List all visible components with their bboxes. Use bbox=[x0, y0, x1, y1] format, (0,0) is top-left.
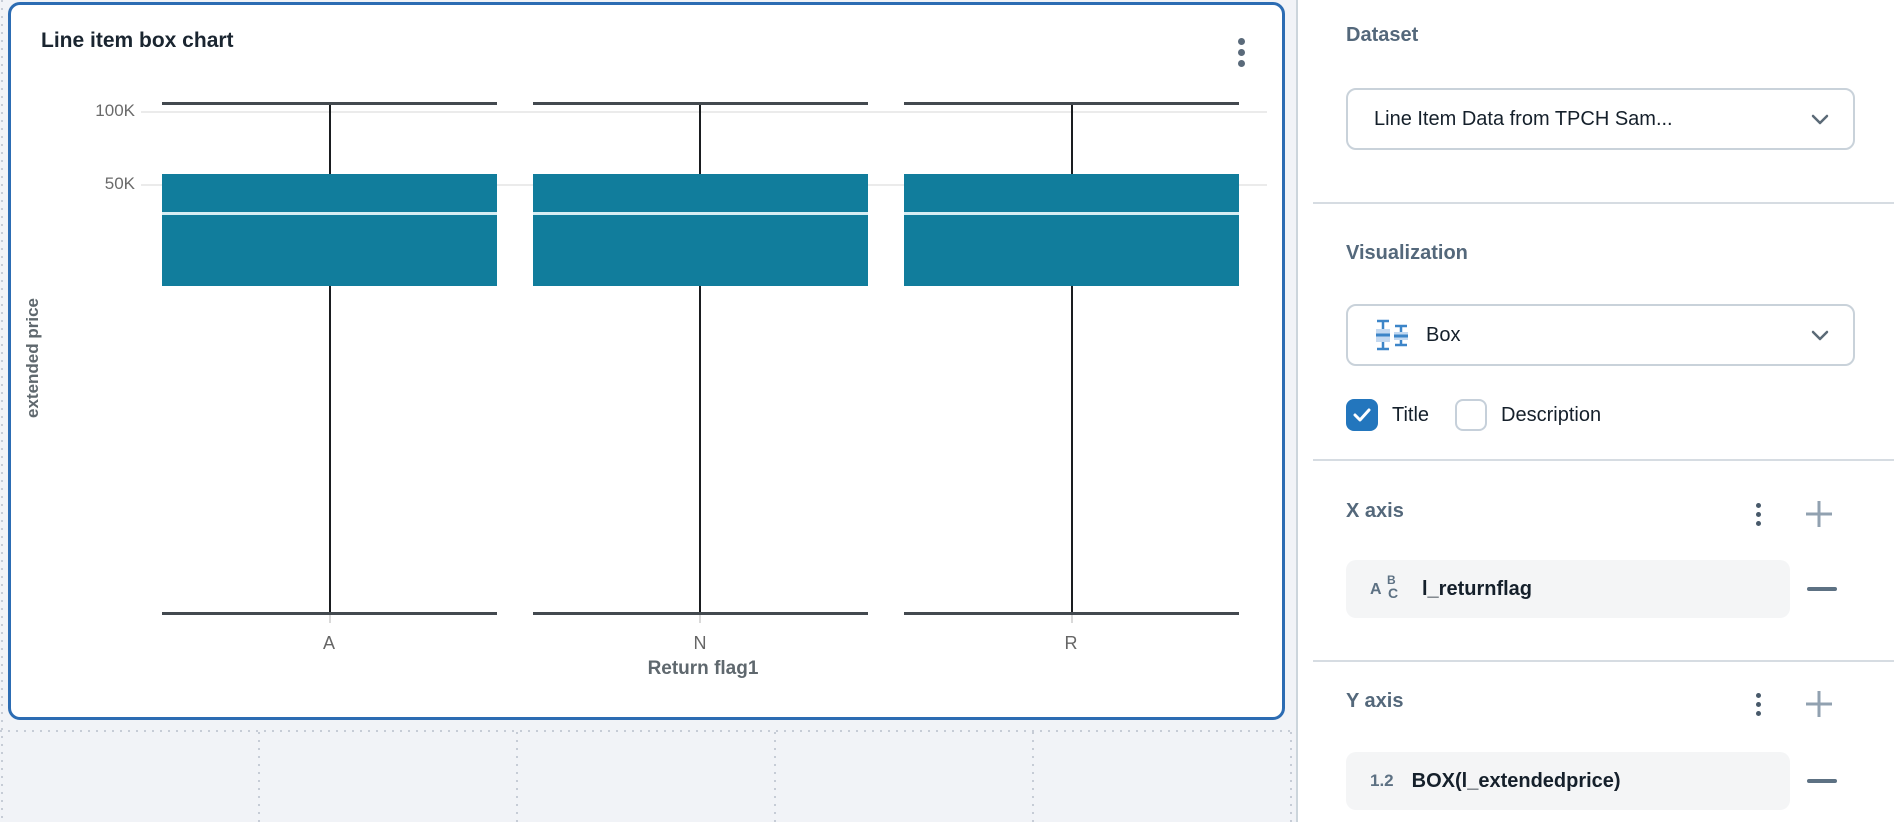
y-axis-field-pill[interactable]: 1.2 BOX(l_extendedprice) bbox=[1346, 752, 1790, 810]
y-axis-heading: Y axis bbox=[1346, 690, 1404, 712]
x-tick-label: A bbox=[322, 633, 335, 653]
y-tick-label: 50K bbox=[104, 174, 135, 193]
whisker-cap-max-A bbox=[162, 101, 497, 105]
x-axis-title: Return flag1 bbox=[647, 658, 759, 679]
median-line-A bbox=[162, 212, 497, 216]
element-settings-panel: Dataset Line Item Data from TPCH Sam... … bbox=[1298, 0, 1894, 822]
panel-divider bbox=[1296, 0, 1298, 822]
whisker-upper-N bbox=[699, 102, 701, 175]
whisker-cap-min-R bbox=[904, 611, 1239, 615]
divider bbox=[1313, 459, 1894, 461]
grid-line bbox=[1, 0, 3, 822]
divider bbox=[1313, 660, 1894, 662]
visualization-select[interactable]: Box bbox=[1346, 304, 1855, 366]
grid-line bbox=[1290, 732, 1292, 822]
title-description-row: Title Description bbox=[1346, 398, 1627, 432]
grid-line bbox=[258, 732, 260, 822]
chevron-down-icon bbox=[1811, 114, 1829, 124]
whisker-lower-N bbox=[699, 286, 701, 613]
x-tick-label: N bbox=[693, 633, 707, 653]
whisker-cap-min-N bbox=[532, 611, 868, 615]
chart-title: Line item box chart bbox=[41, 29, 234, 52]
whisker-cap-min-A bbox=[162, 611, 497, 615]
whisker-cap-max-N bbox=[532, 101, 868, 105]
check-icon bbox=[1353, 408, 1371, 422]
grid-line bbox=[0, 730, 1296, 732]
y-axis-title: extended price bbox=[23, 298, 42, 418]
title-checkbox[interactable] bbox=[1346, 399, 1378, 431]
x-tick-A bbox=[328, 615, 331, 623]
gridline-100k bbox=[141, 111, 1267, 113]
y-axis-field-name: BOX(l_extendedprice) bbox=[1411, 769, 1621, 792]
box-N[interactable] bbox=[532, 174, 868, 287]
median-line-R bbox=[904, 212, 1239, 216]
box-A[interactable] bbox=[162, 174, 497, 287]
chart-card[interactable]: Line item box chart 100K 50K extended pr… bbox=[8, 2, 1285, 720]
divider bbox=[1313, 202, 1894, 204]
dataset-select-value: Line Item Data from TPCH Sam... bbox=[1374, 107, 1673, 130]
x-axis-field-name: l_returnflag bbox=[1422, 577, 1533, 600]
grid-line bbox=[774, 732, 776, 822]
box-R[interactable] bbox=[904, 174, 1239, 287]
dataset-select[interactable]: Line Item Data from TPCH Sam... bbox=[1346, 88, 1855, 150]
whisker-lower-A bbox=[328, 286, 331, 613]
number-type-icon: 1.2 bbox=[1370, 771, 1394, 790]
box-chart-plot: 100K 50K extended price A N R Return fla… bbox=[11, 5, 1288, 723]
chevron-down-icon bbox=[1811, 330, 1829, 340]
description-checkbox-label: Description bbox=[1501, 403, 1602, 426]
y-axis-menu-kebab-icon[interactable] bbox=[1744, 689, 1772, 719]
description-checkbox[interactable] bbox=[1455, 399, 1488, 431]
x-axis-menu-kebab-icon[interactable] bbox=[1744, 499, 1772, 529]
kebab-vertical-icon[interactable] bbox=[1227, 31, 1255, 73]
whisker-cap-max-R bbox=[904, 101, 1239, 105]
visualization-select-value: Box bbox=[1426, 323, 1461, 346]
whisker-upper-A bbox=[328, 102, 331, 175]
grid-line bbox=[516, 732, 518, 822]
x-tick-N bbox=[699, 615, 701, 623]
median-line-N bbox=[532, 212, 868, 216]
y-tick-label: 100K bbox=[95, 101, 135, 120]
box-plot-icon bbox=[1376, 319, 1408, 351]
title-checkbox-label: Title bbox=[1392, 403, 1430, 426]
x-axis-heading: X axis bbox=[1346, 500, 1404, 522]
y-axis-header: Y axis bbox=[1298, 688, 1894, 720]
x-axis-header: X axis bbox=[1298, 498, 1894, 530]
y-axis-add-plus-icon[interactable] bbox=[1803, 688, 1835, 720]
dataset-heading: Dataset bbox=[1346, 24, 1419, 46]
x-axis-remove-minus-icon[interactable] bbox=[1806, 577, 1838, 601]
whisker-lower-R bbox=[1070, 286, 1073, 613]
visualization-heading: Visualization bbox=[1346, 242, 1468, 264]
whisker-upper-R bbox=[1070, 102, 1073, 175]
grid-line bbox=[1032, 732, 1034, 822]
x-axis-add-plus-icon[interactable] bbox=[1803, 498, 1835, 530]
x-tick-R bbox=[1070, 615, 1073, 623]
x-tick-label: R bbox=[1064, 633, 1078, 653]
y-axis-remove-minus-icon[interactable] bbox=[1806, 769, 1838, 793]
